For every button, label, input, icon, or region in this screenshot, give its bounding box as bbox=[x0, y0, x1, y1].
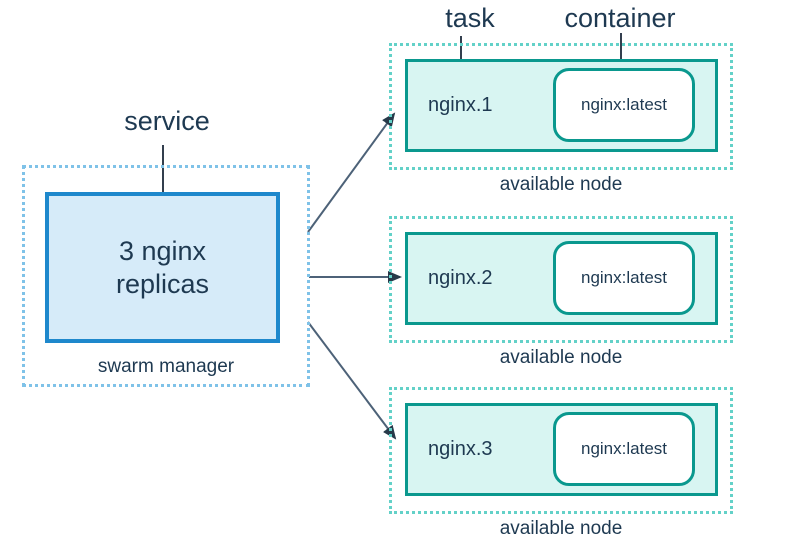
arrow-to-node-1 bbox=[307, 112, 396, 233]
node-2-dotted-box bbox=[389, 216, 733, 343]
node-3-caption: available node bbox=[499, 518, 623, 539]
available-node-2: nginx.2 nginx:latest available node bbox=[389, 216, 733, 376]
node-2-caption: available node bbox=[499, 347, 623, 368]
service-box-line1: 3 nginx bbox=[118, 235, 207, 266]
node-3-task-box: nginx.3 nginx:latest bbox=[405, 403, 718, 496]
swarm-manager-caption: swarm manager bbox=[97, 356, 235, 377]
node-2-task-box: nginx.2 nginx:latest bbox=[405, 232, 718, 325]
available-node-3: nginx.3 nginx:latest available node bbox=[389, 387, 733, 547]
node-3-dotted-box bbox=[389, 387, 733, 514]
node-3-container-image: nginx:latest bbox=[581, 439, 667, 458]
node-1-caption: available node bbox=[499, 174, 623, 195]
available-node-1: nginx.1 nginx:latest available node bbox=[389, 43, 733, 203]
node-1-task-box: nginx.1 nginx:latest bbox=[405, 59, 718, 152]
node-1-dotted-box bbox=[389, 43, 733, 170]
node-1-task-name: nginx.1 bbox=[428, 94, 493, 116]
container-callout-label: container bbox=[564, 3, 676, 33]
arrow-to-node-3 bbox=[307, 321, 397, 440]
node-2-container-image: nginx:latest bbox=[581, 268, 667, 287]
node-2-task-name: nginx.2 bbox=[428, 267, 493, 289]
task-callout-label: task bbox=[445, 3, 495, 33]
service-box-line2: replicas bbox=[115, 268, 210, 299]
swarm-manager-dotted-box bbox=[22, 165, 310, 387]
node-3-container-box: nginx:latest bbox=[553, 412, 695, 486]
node-3-task-name: nginx.3 bbox=[428, 438, 493, 460]
node-2-container-box: nginx:latest bbox=[553, 241, 695, 315]
node-1-container-box: nginx:latest bbox=[553, 68, 695, 142]
node-1-container-image: nginx:latest bbox=[581, 95, 667, 114]
service-box: 3 nginx replicas bbox=[45, 192, 280, 343]
service-callout-label: service bbox=[124, 106, 210, 136]
